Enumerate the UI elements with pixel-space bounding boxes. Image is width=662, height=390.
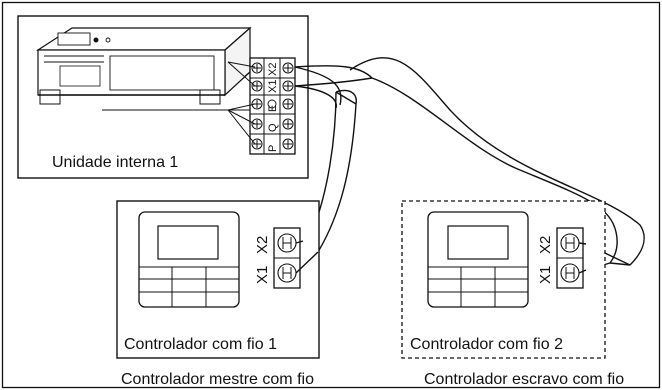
slave-remote-buttons bbox=[428, 266, 528, 307]
cable-to-slave bbox=[294, 57, 645, 271]
terminal-screws bbox=[251, 62, 294, 150]
indoor-terminal-q-label: Q bbox=[267, 123, 279, 132]
master-terminal-x2-label: X2 bbox=[254, 236, 271, 254]
slave-controller-group: X2 X1 Controlador com fio 2 bbox=[401, 200, 606, 359]
master-terminal-x1-label: X1 bbox=[254, 266, 271, 284]
master-controller-label: Controlador com fio 1 bbox=[124, 336, 277, 353]
master-remote-screen bbox=[157, 225, 219, 260]
indoor-terminal-x2-label: X2 bbox=[267, 63, 279, 76]
indoor-unit-group: X1 X2 P Q E Unidade interna 1 bbox=[17, 15, 309, 179]
slave-terminal-block bbox=[556, 227, 587, 289]
master-controller-group: X2 X1 Controlador com fio 1 bbox=[116, 200, 320, 359]
indoor-unit-label: Unidade interna 1 bbox=[52, 154, 178, 171]
indoor-terminal-p-label: P bbox=[267, 145, 279, 152]
indoor-terminal-block: X1 X2 P Q E bbox=[249, 57, 296, 155]
indoor-unit-icon bbox=[35, 26, 252, 105]
slave-controller-label: Controlador com fio 2 bbox=[410, 336, 563, 353]
indoor-internal-wires bbox=[102, 61, 256, 145]
slave-controller-caption: Controlador escravo com fio bbox=[424, 371, 624, 388]
slave-terminal-x2-label: X2 bbox=[537, 236, 554, 254]
master-controller-caption: Controlador mestre com fio bbox=[121, 371, 314, 388]
slave-terminal-x1-label: X1 bbox=[537, 266, 554, 284]
master-remote-buttons bbox=[139, 266, 239, 307]
indoor-terminal-x1-label: X1 bbox=[267, 80, 279, 93]
master-terminal-block bbox=[273, 227, 319, 289]
indoor-terminal-e-label: E bbox=[267, 105, 279, 112]
slave-remote-screen bbox=[447, 225, 509, 260]
ground-symbol bbox=[267, 99, 277, 109]
